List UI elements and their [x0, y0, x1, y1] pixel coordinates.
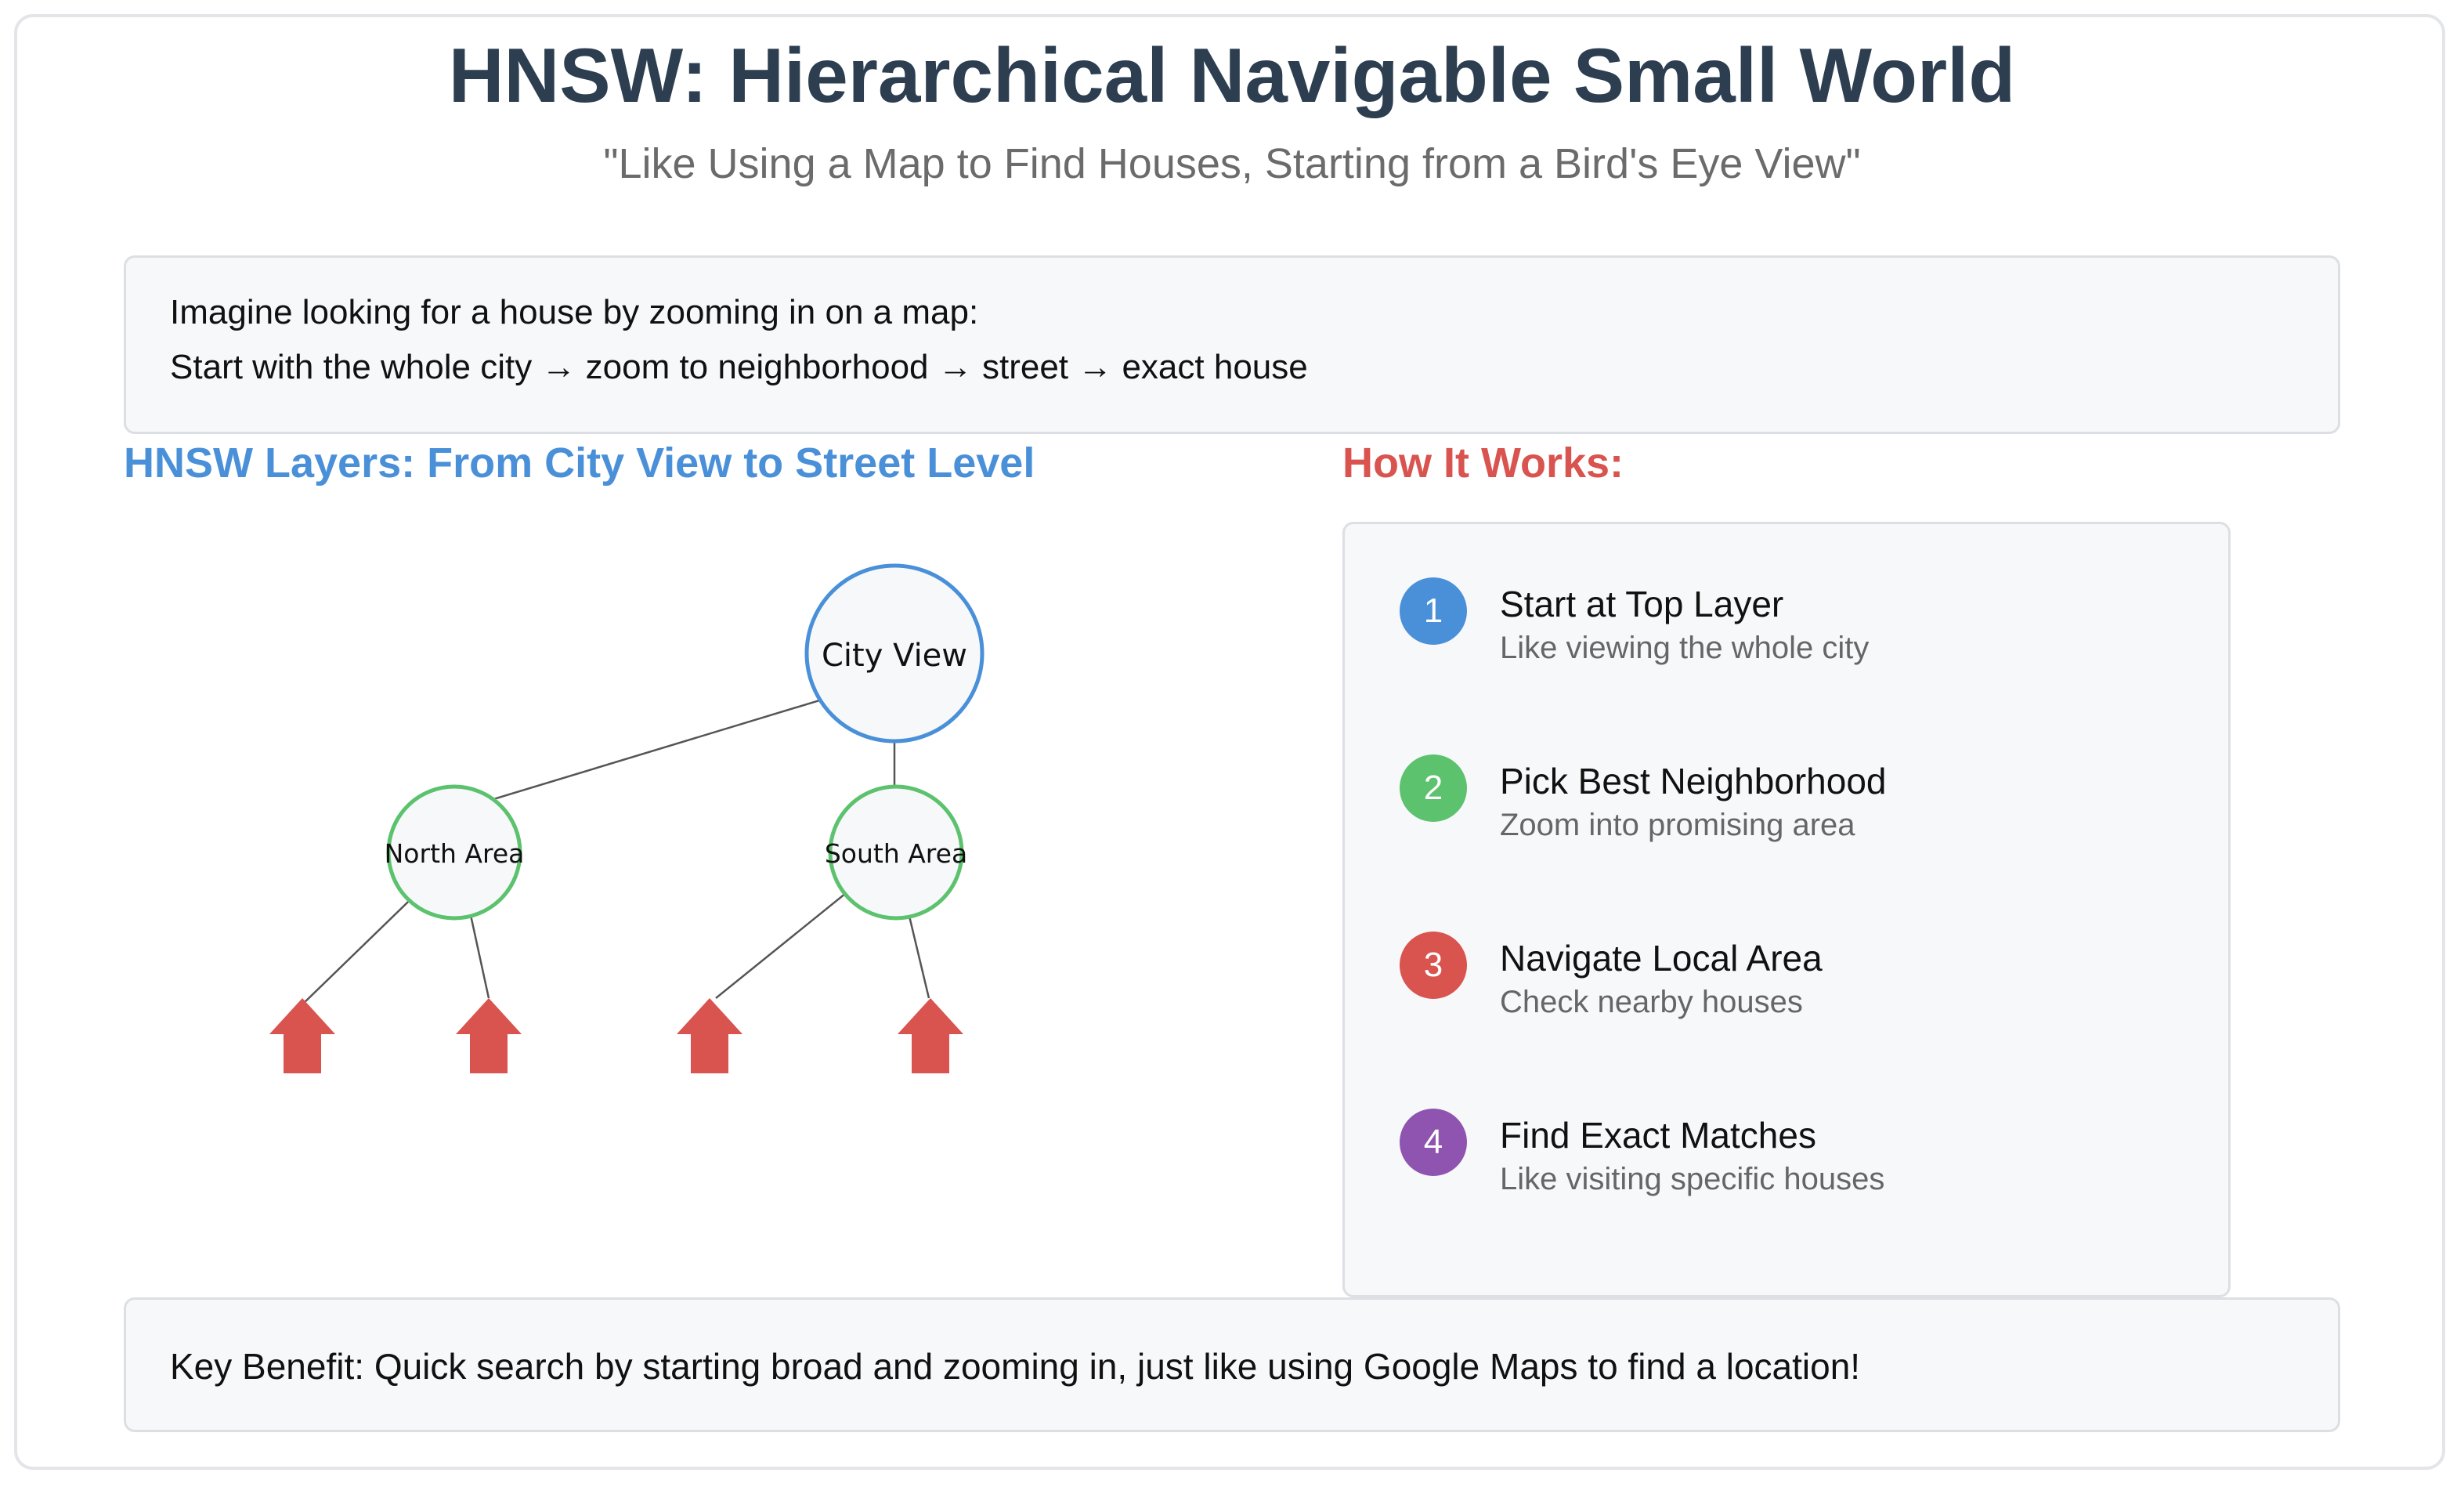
step-title: Navigate Local Area [1500, 938, 1823, 979]
intro-line-2: Start with the whole city → zoom to neig… [170, 348, 1308, 386]
house-icon [456, 998, 522, 1073]
step-title: Start at Top Layer [1500, 584, 1784, 624]
step-number-badge: 2 [1400, 754, 1467, 822]
south-area-label: South Area [825, 838, 967, 869]
layers-title: HNSW Layers: From City View to Street Le… [124, 440, 1035, 487]
step-4: 4 Find Exact Matches Like visiting speci… [1400, 1109, 2183, 1234]
city-view-node: City View [804, 563, 985, 744]
key-benefit-panel: Key Benefit: Quick search by starting br… [124, 1297, 2340, 1432]
how-it-works-title: How It Works: [1342, 440, 1624, 487]
house-icon [898, 998, 963, 1073]
house-icon [677, 998, 742, 1073]
step-description: Like visiting specific houses [1500, 1162, 1885, 1196]
step-2: 2 Pick Best Neighborhood Zoom into promi… [1400, 754, 2183, 880]
hnsw-layer-diagram: City View North Area South Area [269, 563, 985, 1073]
step-title: Find Exact Matches [1500, 1115, 1816, 1156]
page-subtitle: "Like Using a Map to Find Houses, Starti… [603, 140, 1861, 187]
house-icon [269, 998, 335, 1073]
intro-panel: Imagine looking for a house by zooming i… [124, 255, 2340, 434]
north-area-label: North Area [385, 838, 525, 869]
step-description: Like viewing the whole city [1500, 631, 1870, 665]
step-number-badge: 4 [1400, 1109, 1467, 1176]
step-3: 3 Navigate Local Area Check nearby house… [1400, 932, 2183, 1057]
step-number-badge: 1 [1400, 577, 1467, 645]
page-title: HNSW: Hierarchical Navigable Small World [448, 32, 2016, 118]
north-area-node: North Area [385, 784, 525, 921]
step-description: Zoom into promising area [1500, 808, 1855, 842]
step-description: Check nearby houses [1500, 985, 1803, 1019]
city-view-label: City View [822, 638, 967, 674]
step-title: Pick Best Neighborhood [1500, 761, 1887, 801]
step-1: 1 Start at Top Layer Like viewing the wh… [1400, 577, 2183, 703]
south-area-node: South Area [825, 784, 967, 921]
key-benefit-text: Key Benefit: Quick search by starting br… [170, 1346, 1861, 1387]
intro-line-1: Imagine looking for a house by zooming i… [170, 293, 979, 331]
how-it-works-panel: 1 Start at Top Layer Like viewing the wh… [1342, 522, 2231, 1297]
step-number-badge: 3 [1400, 932, 1467, 999]
